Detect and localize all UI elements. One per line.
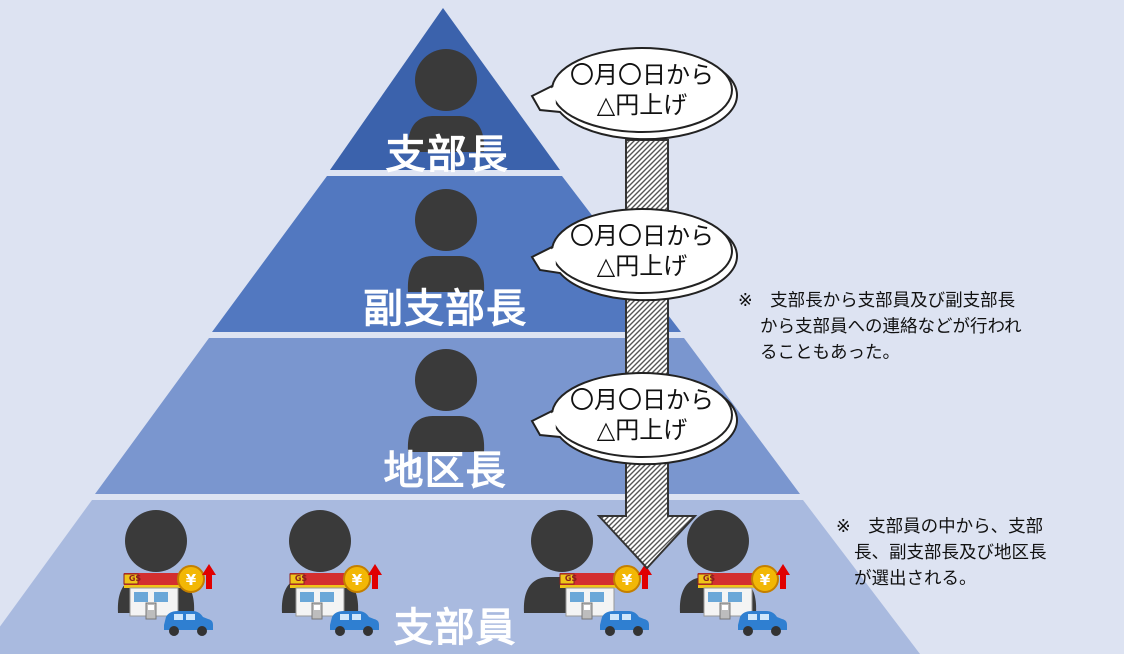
note-line: ※ 支部長から支部員及び副支部長: [738, 288, 1022, 314]
bubble-line-2: △円上げ: [596, 416, 688, 444]
note-text: 支部員の中から、支部: [868, 517, 1044, 537]
tier-label-deputy-head: 副支部長: [363, 286, 527, 332]
note-mark: ※: [738, 291, 753, 311]
note-line: ることもあった。: [760, 343, 900, 363]
note-line: から支部員への連絡などが行われ: [760, 317, 1022, 337]
station-sign-text: GS: [129, 574, 142, 583]
yen-symbol: ¥: [622, 571, 633, 589]
station-sign-text: GS: [703, 574, 716, 583]
note-line: 長、副支部長及び地区長: [854, 543, 1047, 563]
icon-glyphs: GS GS GS GS ¥ ¥ ¥ ¥: [129, 571, 771, 589]
tier-label-member: 支部員: [393, 605, 517, 651]
speech-bubble: 〇月〇日から △円上げ: [547, 49, 737, 131]
tier-label-district-head: 地区長: [383, 448, 507, 494]
bubble-line-2: △円上げ: [596, 252, 688, 280]
yen-symbol: ¥: [760, 571, 771, 589]
note-text: 支部長から支部員及び副支部長: [770, 291, 1016, 311]
speech-bubble: 〇月〇日から △円上げ: [547, 210, 737, 292]
bubble-line-1: 〇月〇日から: [570, 386, 714, 414]
bubble-line-1: 〇月〇日から: [570, 61, 714, 89]
communication-arrow: [596, 139, 698, 570]
yen-symbol: ¥: [186, 571, 197, 589]
bubble-tail-fill: [537, 86, 556, 431]
station-sign-text: GS: [295, 574, 308, 583]
bubble-line-2: △円上げ: [596, 91, 688, 119]
note-selection: ※ 支部員の中から、支部 長、副支部長及び地区長 が選出される。: [836, 514, 1047, 592]
yen-symbol: ¥: [352, 571, 363, 589]
tier-label-branch-head: 支部長: [385, 132, 509, 178]
note-communication: ※ 支部長から支部員及び副支部長 から支部員への連絡などが行われ ることもあった…: [738, 288, 1022, 366]
note-line: が選出される。: [854, 569, 977, 589]
bubble-line-1: 〇月〇日から: [570, 222, 714, 250]
note-mark: ※: [836, 517, 851, 537]
note-line: ※ 支部員の中から、支部: [836, 514, 1047, 540]
tier-2-band: [212, 176, 681, 332]
speech-bubble: 〇月〇日から △円上げ: [547, 374, 737, 456]
station-sign-text: GS: [565, 574, 578, 583]
